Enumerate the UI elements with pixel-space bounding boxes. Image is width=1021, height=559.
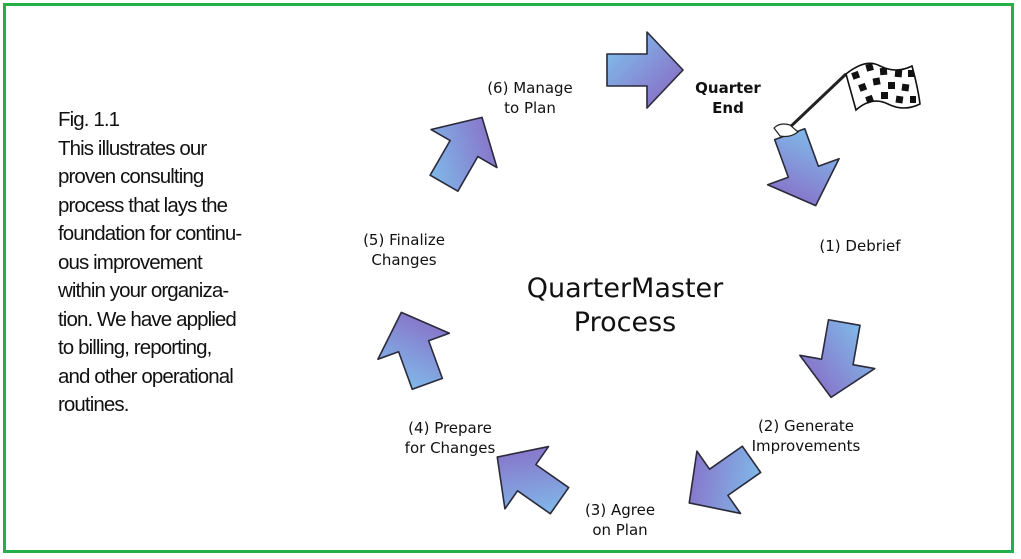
step-label-line: Quarter xyxy=(695,79,761,97)
caption-line: tion. We have applied xyxy=(58,307,237,331)
step-label-line: (4) Prepare xyxy=(408,419,492,437)
step-label-agree-on-plan: (3) Agree on Plan xyxy=(570,500,670,540)
cycle-arrow-to-generate xyxy=(792,315,883,405)
step-label-line: End xyxy=(712,99,744,117)
step-label-line: (2) Generate xyxy=(757,417,855,435)
caption-line: This illustrates our xyxy=(58,136,207,160)
cycle-arrow-to-quarter-end xyxy=(606,31,684,109)
step-label-generate-improvements: (2) Generate Improvements xyxy=(736,416,876,456)
caption-line: to billing, reporting, xyxy=(58,336,212,359)
step-label-debrief: (1) Debrief xyxy=(800,236,920,256)
step-label-line: (6) Manage xyxy=(487,79,573,97)
step-label-line: (5) Finalize xyxy=(363,231,445,249)
caption-line: routines. xyxy=(58,393,129,416)
diagram-title-line: Process xyxy=(573,307,677,338)
step-label-quarter-end: Quarter End xyxy=(678,78,778,118)
checkered-flag-icon xyxy=(773,62,921,138)
step-label-line: to Plan xyxy=(504,99,556,117)
caption-line: Fig. 1.1 xyxy=(58,108,120,131)
cycle-arrow-to-debrief xyxy=(753,120,853,220)
step-label-finalize-changes: (5) Finalize Changes xyxy=(344,230,464,270)
caption-line: and other operational xyxy=(58,364,234,388)
caption-line: foundation for continu- xyxy=(58,222,242,245)
caption-line: within your organiza- xyxy=(58,279,229,302)
step-label-line: Improvements xyxy=(751,437,861,455)
caption-line: proven consulting xyxy=(58,165,204,188)
diagram-title-line: QuarterMaster xyxy=(526,273,724,304)
step-label-prepare-for-changes: (4) Prepare for Changes xyxy=(385,418,515,458)
step-label-line: Changes xyxy=(371,251,437,269)
step-label-line: (1) Debrief xyxy=(819,237,901,255)
step-label-manage-to-plan: (6) Manage to Plan xyxy=(470,78,590,118)
figure-caption: Fig. 1.1 This illustrates our proven con… xyxy=(58,106,320,420)
caption-line: process that lays the xyxy=(58,193,228,217)
caption-line: ous improvement xyxy=(58,250,203,274)
diagram-title: QuarterMaster Process xyxy=(490,272,760,340)
step-label-line: for Changes xyxy=(404,439,496,457)
step-label-line: on Plan xyxy=(592,521,648,539)
step-label-line: (3) Agree xyxy=(584,501,656,519)
cycle-arrow-to-finalize xyxy=(364,298,464,398)
